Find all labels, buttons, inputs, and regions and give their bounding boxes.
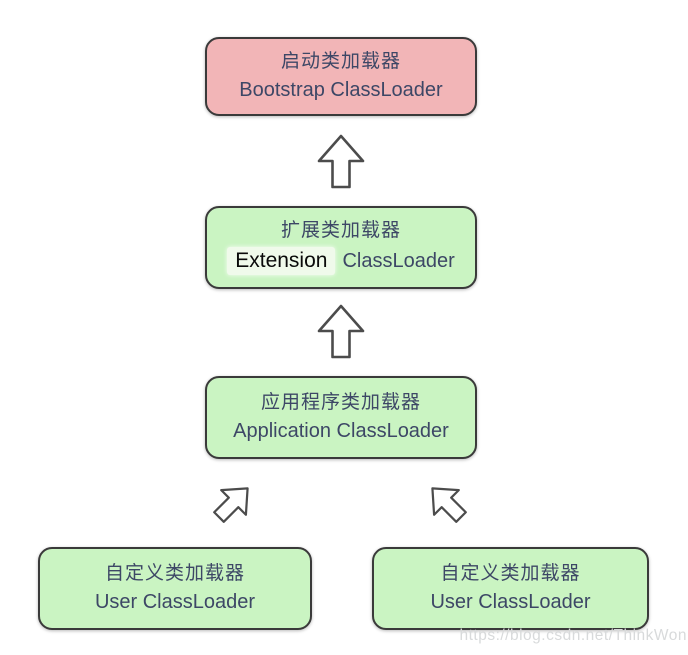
up-arrow-icon — [317, 304, 365, 359]
application-title-en: Application ClassLoader — [233, 420, 449, 443]
csdn-watermark: https://blog.csdn.net/ThinkWon — [459, 627, 687, 644]
user-left-title-zh: 自定义类加载器 — [104, 562, 245, 584]
bootstrap-title-en: Bootstrap ClassLoader — [239, 79, 443, 102]
application-title-zh: 应用程序类加载器 — [260, 391, 421, 413]
up-arrow-icon — [317, 134, 365, 189]
northwest-arrow-icon — [431, 487, 467, 523]
node-user-classloader-right: 自定义类加载器 User ClassLoader — [372, 547, 649, 630]
user-left-title-en: User ClassLoader — [94, 591, 256, 614]
user-right-title-zh: 自定义类加载器 — [440, 562, 581, 584]
extension-classloader-label: ClassLoader — [342, 250, 455, 273]
node-application-classloader: 应用程序类加载器 Application ClassLoader — [205, 376, 477, 459]
node-user-classloader-left: 自定义类加载器 User ClassLoader — [38, 547, 312, 630]
extension-title-zh: 扩展类加载器 — [280, 219, 401, 241]
user-right-title-en: User ClassLoader — [430, 591, 591, 614]
extension-highlight-label: Extension — [227, 247, 336, 276]
northeast-arrow-icon — [213, 487, 249, 523]
extension-title-en: Extension ClassLoader — [227, 247, 455, 276]
node-bootstrap-classloader: 启动类加载器 Bootstrap ClassLoader — [205, 37, 477, 116]
bootstrap-title-zh: 启动类加载器 — [280, 50, 401, 72]
node-extension-classloader: 扩展类加载器 Extension ClassLoader — [205, 206, 477, 289]
